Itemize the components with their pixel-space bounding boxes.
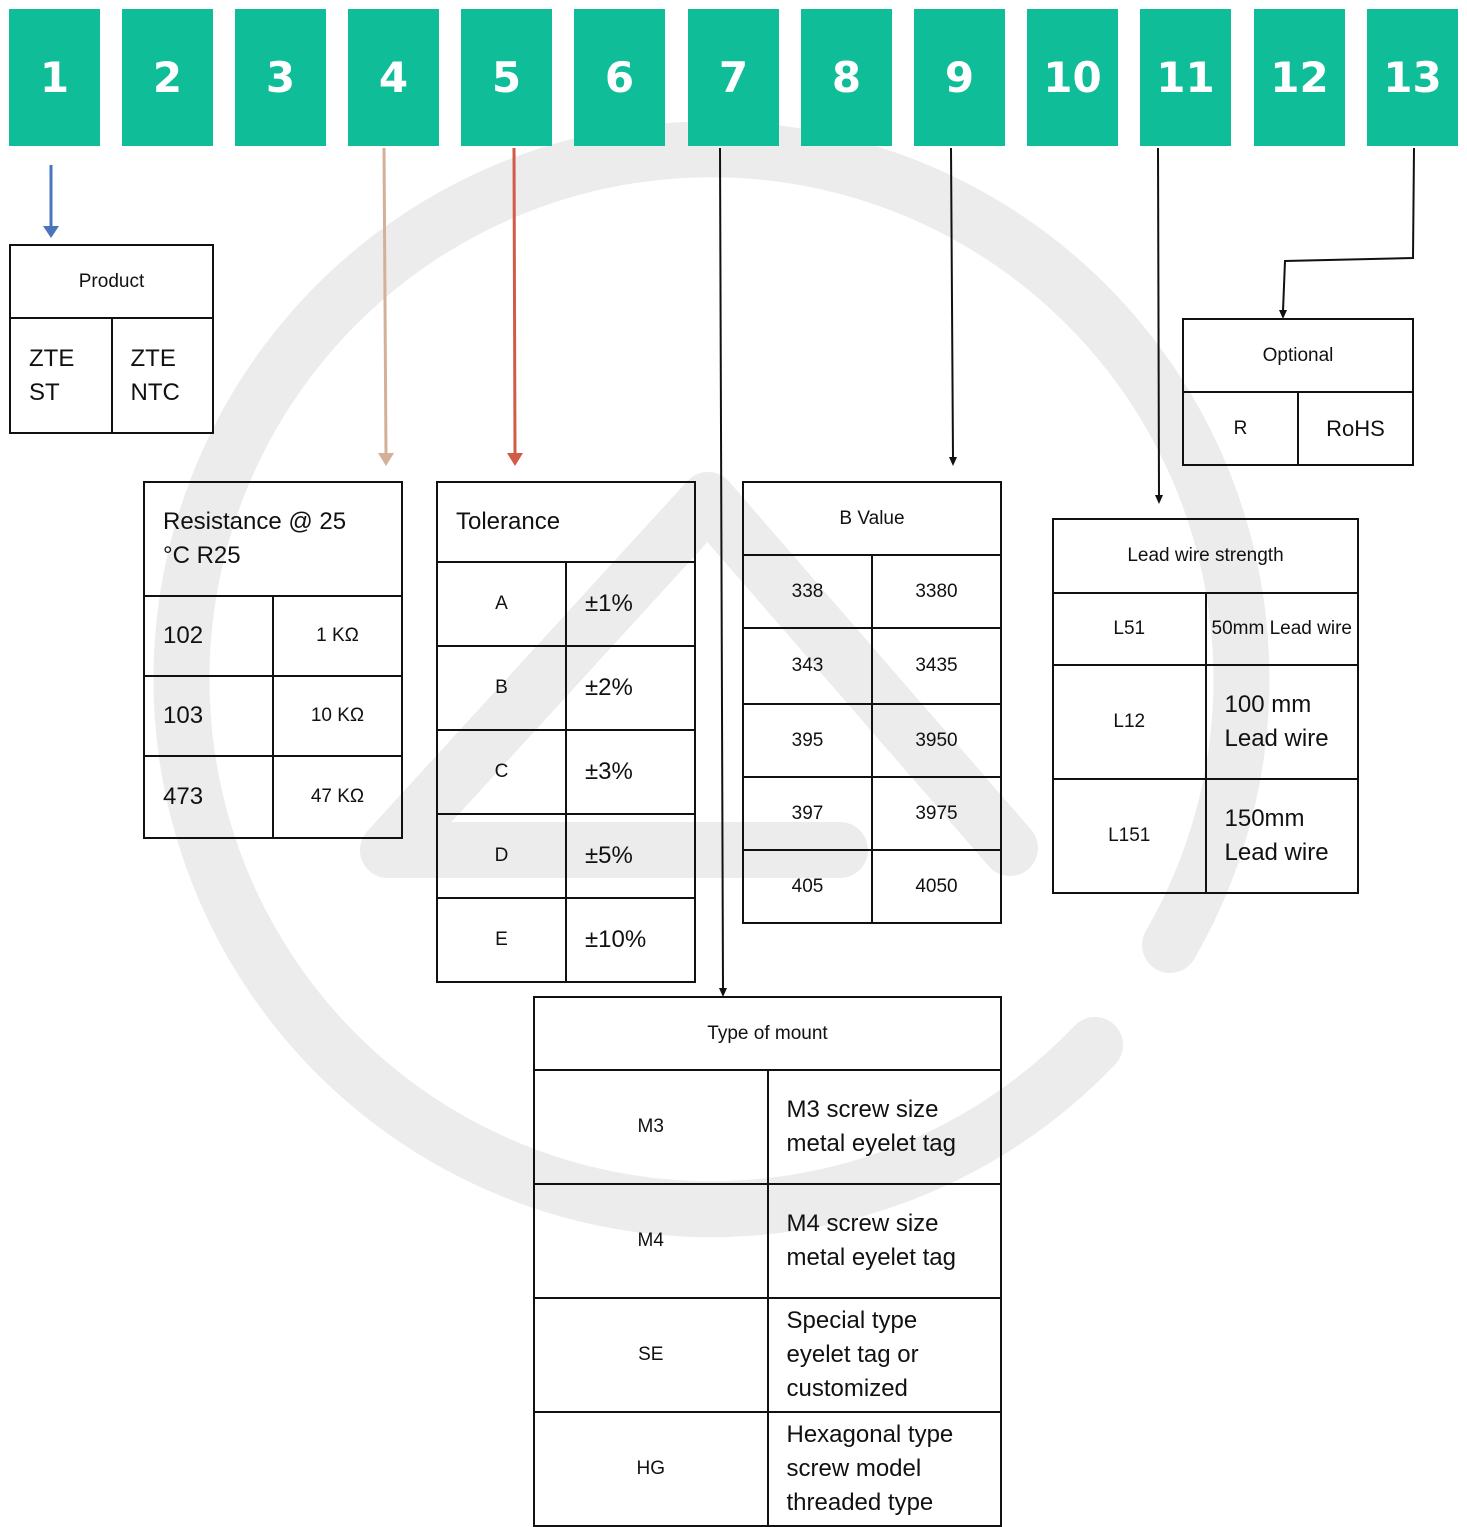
b-value-code: 338 [742,554,873,629]
arrow-position-7 [719,147,727,997]
b-value-code: 395 [742,703,873,778]
position-box-2: 2 [122,9,213,146]
position-box-13: 13 [1367,9,1458,146]
lead-wire-code: L12 [1052,664,1207,780]
b-value-value: 4050 [871,849,1002,924]
b-value-value: 3950 [871,703,1002,778]
mount-value: Hexagonal type screw model threaded type [766,1411,1002,1527]
resistance-value: 10 KΩ [272,675,403,757]
arrow-position-5 [507,147,523,466]
product-option: ZTE NTC [110,317,214,434]
optional-title: Optional [1182,318,1414,393]
tolerance-code: C [436,729,567,815]
b-value-table: B Value 338 3380 343 3435 395 3950 397 3… [742,481,1002,924]
product-table: Product ZTE ST ZTE NTC [9,244,214,434]
position-box-9: 9 [914,9,1005,146]
mount-value: M3 screw size metal eyelet tag [766,1069,1002,1185]
b-value-title: B Value [742,481,1002,556]
position-box-3: 3 [235,9,326,146]
tolerance-value: ±1% [565,561,696,647]
position-box-11: 11 [1140,9,1231,146]
arrow-position-9 [949,147,957,466]
tolerance-value: ±10% [565,897,696,983]
lead-wire-title: Lead wire strength [1052,518,1359,594]
optional-table: Optional R RoHS [1182,318,1414,466]
mount-title: Type of mount [533,996,1002,1071]
resistance-title: Resistance @ 25 °C R25 [143,481,403,597]
resistance-value: 1 KΩ [272,595,403,677]
position-box-4: 4 [348,9,439,146]
mount-code: M3 [533,1069,769,1185]
optional-value: RoHS [1297,391,1414,466]
resistance-code: 473 [143,755,274,839]
lead-wire-code: L151 [1052,778,1207,894]
lead-wire-value: 100 mm Lead wire [1204,664,1359,780]
mount-code: M4 [533,1183,769,1299]
tolerance-code: D [436,813,567,899]
b-value-value: 3435 [871,627,1002,705]
arrow-position-1 [43,165,59,238]
resistance-table: Resistance @ 25 °C R25 102 1 KΩ 103 10 K… [143,481,403,839]
lead-wire-code: L51 [1052,592,1207,666]
resistance-code: 103 [143,675,274,757]
tolerance-value: ±3% [565,729,696,815]
position-box-12: 12 [1254,9,1345,146]
mount-code: HG [533,1411,769,1527]
b-value-value: 3975 [871,776,1002,851]
tolerance-value: ±2% [565,645,696,731]
tolerance-code: B [436,645,567,731]
arrow-position-4 [378,147,394,466]
tolerance-table: Tolerance A ±1% B ±2% C ±3% D ±5% E ±10% [436,481,696,983]
tolerance-value: ±5% [565,813,696,899]
position-box-7: 7 [688,9,779,146]
arrow-position-13 [1279,147,1415,319]
position-box-8: 8 [801,9,892,146]
mount-value: M4 screw size metal eyelet tag [766,1183,1002,1299]
product-option: ZTE ST [9,317,113,434]
lead-wire-table: Lead wire strength L51 50mm Lead wire L1… [1052,518,1359,894]
b-value-value: 3380 [871,554,1002,629]
position-box-1: 1 [9,9,100,146]
mount-code: SE [533,1297,769,1413]
position-box-10: 10 [1027,9,1118,146]
tolerance-code: A [436,561,567,647]
position-box-5: 5 [461,9,552,146]
lead-wire-value: 150mm Lead wire [1204,778,1359,894]
optional-code: R [1182,391,1299,466]
mount-value: Special type eyelet tag or customized [766,1297,1002,1413]
b-value-code: 405 [742,849,873,924]
tolerance-code: E [436,897,567,983]
tolerance-title: Tolerance [436,481,696,563]
product-title: Product [9,244,214,319]
b-value-code: 343 [742,627,873,705]
arrow-position-11 [1155,147,1163,504]
mount-table: Type of mount M3 M3 screw size metal eye… [533,996,1002,1527]
resistance-value: 47 KΩ [272,755,403,839]
resistance-code: 102 [143,595,274,677]
b-value-code: 397 [742,776,873,851]
lead-wire-value: 50mm Lead wire [1204,592,1359,666]
position-box-6: 6 [574,9,665,146]
